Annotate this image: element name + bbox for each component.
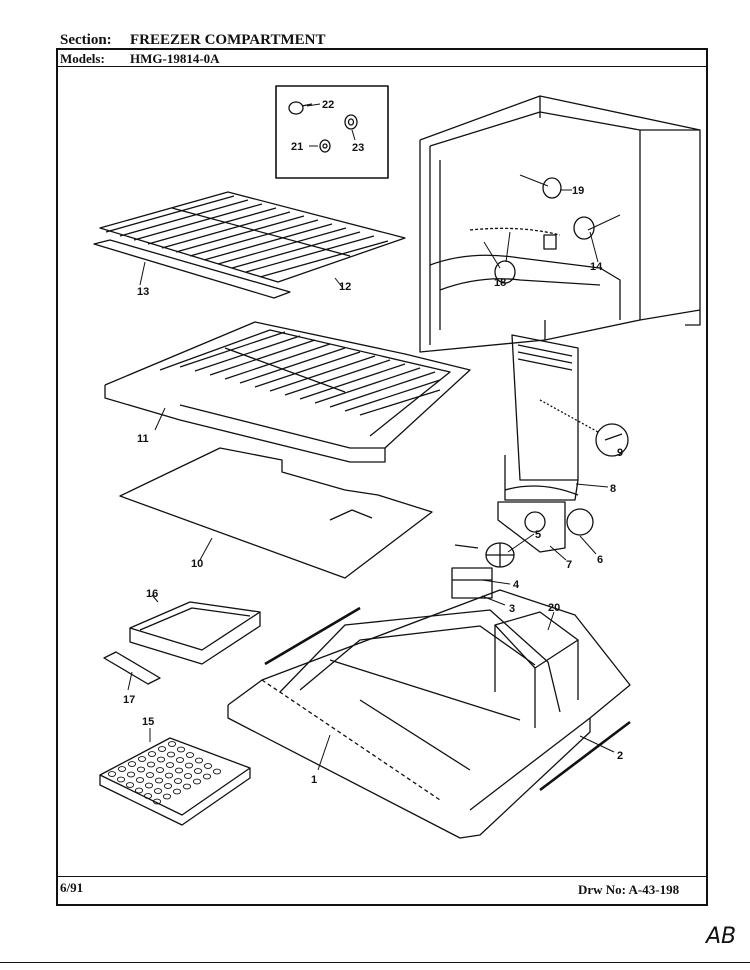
ice-cube-cell (203, 763, 213, 769)
footer-rule (56, 876, 708, 877)
ice-cube-cell (193, 768, 203, 774)
cover-panel (494, 611, 579, 728)
ice-cube-cell (154, 777, 164, 784)
callout-11: 11 (137, 433, 149, 445)
ice-cube-cell (182, 783, 192, 790)
drawing-frame (56, 48, 708, 906)
ice-cube-cell (137, 756, 147, 762)
callout-6: 6 (597, 554, 603, 566)
ice-cube-cell (143, 793, 153, 799)
section-title: FREEZER COMPARTMENT (130, 32, 326, 48)
callout-18: 18 (494, 277, 506, 289)
ice-cube-cell (165, 762, 175, 768)
callout-14: 14 (590, 261, 603, 273)
fastener-inset (275, 85, 389, 179)
callout-2: 2 (617, 750, 623, 762)
ice-cube-cell (117, 766, 127, 772)
ice-cube-cell (156, 756, 166, 763)
callout-13: 13 (137, 286, 149, 298)
ice-cube-cell (166, 751, 176, 758)
ice-cube-cell (212, 768, 222, 775)
ice-cube-cell (157, 746, 167, 752)
drawing-number: Drw No: A-43-198 (578, 882, 680, 897)
callout-23: 23 (352, 142, 364, 154)
callout-17: 17 (123, 694, 135, 706)
ice-cube-cell (146, 761, 156, 768)
ice-cube-cell (183, 773, 193, 779)
insulation-pad (119, 447, 433, 579)
freezer-base (227, 589, 631, 839)
ice-cube-cell (136, 766, 146, 773)
ice-cube-cell (147, 751, 157, 757)
ice-cube-cell (163, 783, 173, 789)
shelf-rail (93, 239, 291, 299)
revision-date: 6/91 (60, 880, 84, 895)
ice-bin (129, 601, 261, 665)
callout-22: 22 (322, 99, 334, 111)
ice-cube-cell (116, 776, 126, 783)
ice-cube-cell (126, 771, 136, 778)
models-label: Models: (60, 51, 105, 66)
callout-labels: 1 2 3 4 5 6 7 8 9 10 11 12 13 14 15 16 1… (123, 99, 623, 786)
header-rule (56, 66, 708, 67)
ice-cube-cell (153, 788, 163, 794)
callout-3: 3 (509, 603, 515, 615)
callout-19: 19 (572, 185, 584, 197)
bottom-rule (0, 962, 750, 963)
callout-12: 12 (339, 281, 351, 293)
callout-10: 10 (191, 558, 203, 570)
ice-cube-cell (185, 752, 195, 758)
pad-notch (329, 509, 373, 521)
ice-cube-cell (173, 778, 183, 784)
evaporator-shelf (104, 321, 471, 463)
callout-16: 16 (146, 588, 158, 600)
callout-7: 7 (566, 559, 572, 571)
ice-cube-cell (127, 761, 137, 767)
ice-cube-cell (162, 793, 172, 800)
ice-cube-cell (174, 767, 184, 774)
fan-motor-assembly (451, 542, 515, 599)
ice-cube-cell (155, 767, 165, 773)
handwritten-initials: AB (706, 924, 737, 949)
ice-tray (99, 737, 251, 826)
callout-15: 15 (142, 716, 154, 728)
ice-cube-cell (134, 787, 144, 794)
ice-cube-cell (202, 773, 212, 780)
leader-lines (127, 103, 621, 771)
models-value: HMG-19814-0A (130, 51, 220, 66)
ice-cube-cell (144, 782, 154, 789)
ice-cube-cell (164, 772, 174, 779)
ice-cube-cell (176, 746, 186, 753)
callout-4: 4 (513, 579, 520, 591)
ice-cube-cell (184, 762, 194, 769)
ice-cube-cell (125, 782, 135, 788)
ice-cube-cell (135, 777, 145, 783)
section-label: Section: (60, 32, 112, 48)
ice-cube-cell (175, 757, 185, 763)
wire-shelf (99, 191, 406, 283)
callout-20: 20 (548, 602, 560, 614)
ice-cube-cell (167, 741, 177, 747)
ice-tray-cells (107, 741, 222, 805)
air-duct (504, 334, 629, 501)
bin-bracket (103, 651, 161, 685)
callout-9: 9 (617, 447, 623, 459)
ice-cube-cell (152, 798, 162, 805)
freezer-cabinet (419, 95, 701, 353)
callout-1: 1 (311, 774, 317, 786)
callout-21: 21 (291, 141, 303, 153)
ice-cube-cell (192, 778, 202, 785)
ice-cube-cell (145, 772, 155, 778)
callout-8: 8 (610, 483, 616, 495)
fan-shroud (497, 501, 594, 553)
callout-5: 5 (535, 529, 541, 541)
ice-cube-cell (107, 771, 117, 777)
ice-cube-cell (194, 757, 204, 764)
ice-cube-cell (172, 788, 182, 795)
